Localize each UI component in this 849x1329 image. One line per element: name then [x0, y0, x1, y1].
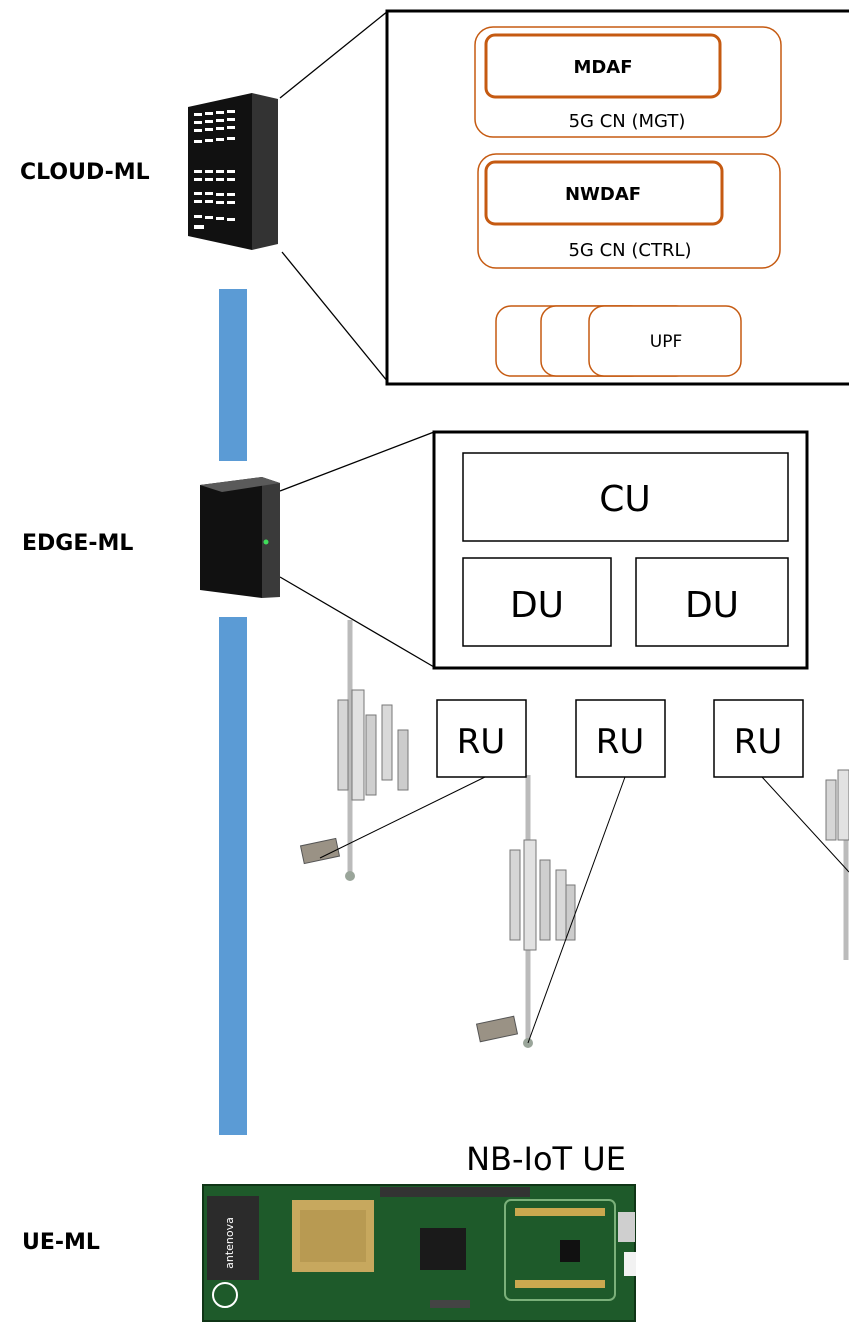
du-label-right: DU	[685, 585, 739, 626]
cn-ctrl-group: NWDAF 5G CN (CTRL)	[477, 153, 781, 269]
nb-iot-board: antenova	[202, 1184, 636, 1322]
ue-ml-label: UE-ML	[22, 1230, 100, 1255]
edge-callout-line	[279, 431, 435, 492]
du-box-right	[635, 557, 789, 647]
nwdaf-label: NWDAF	[565, 184, 641, 205]
ru-label-1: RU	[457, 722, 506, 762]
nwdaf-box	[484, 160, 724, 226]
cn-mgt-label: 5G CN (MGT)	[569, 111, 686, 132]
upf-label: UPF	[650, 332, 682, 352]
cn-mgt-group: MDAF 5G CN (MGT)	[474, 26, 782, 138]
mcu-chip	[420, 1228, 466, 1270]
edge-callout-line	[279, 576, 435, 668]
ru-box-1	[436, 699, 527, 778]
ru-tower-line	[527, 776, 626, 1044]
header-pins	[380, 1187, 530, 1197]
cloud-callout-line	[279, 10, 389, 99]
cloud-server-icon	[188, 93, 278, 250]
edge-server-icon	[200, 477, 280, 598]
cloud-ml-label: CLOUD-ML	[20, 160, 150, 185]
ru-tower-line	[319, 776, 486, 859]
cn-ctrl-label: 5G CN (CTRL)	[568, 240, 691, 261]
cell-tower-icon	[299, 620, 409, 881]
ru-box-2	[575, 699, 666, 778]
ru-label-2: RU	[596, 722, 645, 762]
cu-box	[462, 452, 789, 542]
mdaf-box	[484, 33, 722, 99]
du-label-left: DU	[510, 585, 564, 626]
du-box-left	[462, 557, 612, 647]
cell-tower-icon	[825, 769, 849, 960]
ru-label-3: RU	[734, 722, 783, 762]
cloud-callout-line	[281, 251, 389, 383]
ru-box-3	[713, 699, 804, 778]
usb-port	[618, 1212, 635, 1242]
cu-label: CU	[599, 479, 651, 520]
ru-tower-line	[761, 776, 849, 873]
ue-title: NB-IoT UE	[466, 1140, 626, 1178]
upf-stack: UPF	[495, 305, 742, 377]
antenna-module	[207, 1196, 259, 1280]
cell-tower-icon	[475, 775, 576, 1048]
mdaf-label: MDAF	[573, 57, 632, 78]
cloud-edge-link	[219, 289, 247, 461]
edge-ml-label: EDGE-ML	[22, 531, 134, 556]
antenna-brand-label: antenova	[223, 1217, 236, 1269]
edge-ue-link	[219, 617, 247, 1135]
